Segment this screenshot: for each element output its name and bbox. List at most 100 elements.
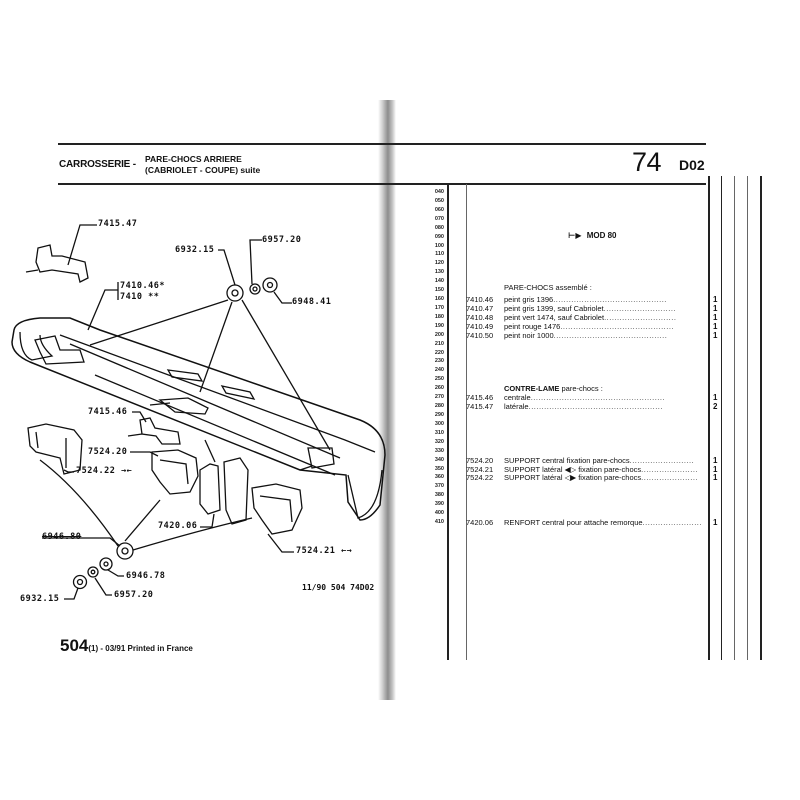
leader-6946-78 (107, 569, 124, 577)
line-number: 200 (434, 331, 444, 338)
callout-7524-22: 7524.22 →← (76, 466, 133, 476)
leader-7524-21 (267, 533, 294, 553)
part-quantity: 1 (713, 473, 718, 483)
leader-7420-06 (200, 513, 215, 528)
leader-6948-41 (273, 291, 292, 304)
line-number: 170 (434, 304, 444, 311)
part-quantity: 1 (713, 295, 718, 305)
table-divider-ref (466, 184, 467, 660)
callout-6957-20-bottom: 6957.20 (114, 590, 154, 600)
part-reference: 7410.50 (466, 330, 494, 340)
part-description: peint rouge 1476 (504, 321, 561, 331)
part-quantity: 1 (713, 321, 718, 331)
footer-print-info: (1) - 03/91 Printed in France (88, 644, 193, 653)
part-quantity: 1 (713, 312, 718, 322)
line-number: 300 (434, 420, 444, 427)
part-quantity: 1 (713, 393, 718, 403)
line-number: 310 (434, 429, 444, 436)
section-heading-bold: PARE-CHOCS (504, 283, 554, 292)
line-number: 090 (434, 233, 444, 240)
part-6932-15-nut-top (226, 284, 244, 302)
part-description: peint noir 1000 (504, 330, 554, 340)
section-heading-pare-chocs: PARE-CHOCS assemblé : (504, 283, 592, 292)
group-code: D02 (679, 157, 705, 173)
assembly-line (124, 499, 161, 542)
part-reference: 7415.47 (466, 402, 494, 412)
line-number: 060 (434, 206, 444, 213)
section-heading-bold: CONTRE-LAME (504, 384, 560, 393)
line-number: 360 (434, 474, 444, 481)
table-divider-col5 (760, 176, 762, 660)
part-description: peint gris 1399, sauf Cabriolet (504, 303, 604, 313)
callout-7410-46: 7410.46* (120, 281, 165, 291)
part-quantity: 1 (713, 303, 718, 313)
center-bolt (149, 402, 171, 406)
part-reference: 7410.46 (466, 295, 494, 305)
part-7524-22-inner (35, 431, 67, 468)
dot-leader: ............................ (603, 303, 677, 313)
part-7415-46-bolt (127, 433, 143, 437)
subtitle-line-1: PARE-CHOCS ARRIERE (145, 154, 242, 164)
line-number: 260 (434, 385, 444, 392)
bumper-plate-recess-2 (220, 385, 256, 400)
part-7420-06-b (223, 457, 249, 525)
line-number: 100 (434, 242, 444, 249)
line-number: 390 (434, 501, 444, 508)
callout-6932-15-bottom: 6932.15 (20, 594, 60, 604)
line-number: 410 (434, 519, 444, 526)
callout-7410: 7410 ** (120, 292, 160, 302)
leader-7415-47 (67, 224, 97, 266)
dot-leader: ........................................… (528, 402, 663, 412)
part-6946-80-washer (116, 542, 134, 560)
line-number: 080 (434, 224, 444, 231)
dot-leader: ........................................… (530, 393, 666, 403)
mod-marker-label: MOD 80 (586, 231, 617, 240)
line-number: 160 (434, 296, 444, 303)
group-number: 74 (632, 147, 662, 177)
line-number: 050 (434, 197, 444, 204)
header-bottom-rule (58, 183, 706, 185)
arrow-right-icon: ⊢▶ (568, 231, 582, 240)
dot-leader: ...................... (641, 473, 698, 483)
line-number: 150 (434, 287, 444, 294)
part-7524-20-inner (159, 459, 189, 485)
subtitle-line-2: (CABRIOLET - COUPE) suite (145, 165, 261, 175)
bumper-body (11, 317, 386, 521)
part-description: SUPPORT latéral ◁▶ fixation pare-chocs (504, 473, 642, 483)
part-7415-47 (35, 244, 89, 283)
page-subtitle: PARE-CHOCS ARRIERE (CABRIOLET - COUPE) s… (145, 154, 260, 176)
part-reference: 7410.48 (466, 312, 494, 322)
line-number: 380 (434, 492, 444, 499)
part-7524-20 (151, 449, 199, 495)
table-divider-linenum (447, 184, 449, 660)
part-quantity: 1 (713, 455, 718, 465)
line-number: 130 (434, 269, 444, 276)
dot-leader: ........................................… (553, 330, 668, 340)
part-reference: 7420.06 (466, 518, 494, 528)
dot-leader: ......................... (629, 455, 695, 465)
callout-7415-47: 7415.47 (98, 219, 138, 229)
bumper-plate-recess-1 (166, 369, 204, 382)
part-6948-41-washer-top (262, 277, 278, 293)
leader-7415-46 (132, 411, 147, 423)
part-reference: 7524.22 (466, 473, 494, 483)
callout-7524-21: 7524.21 ←→ (296, 546, 353, 556)
part-description: centrale (504, 393, 531, 403)
part-reference: 7524.20 (466, 455, 494, 465)
assembly-line (241, 299, 331, 451)
line-number: 280 (434, 403, 444, 410)
line-number: 250 (434, 376, 444, 383)
left-bracket (34, 335, 85, 365)
dot-leader: ....................... (642, 518, 702, 528)
bumper-lower-edge (94, 374, 336, 476)
line-number: 210 (434, 340, 444, 347)
part-description: SUPPORT latéral ◀▷ fixation pare-chocs (504, 464, 642, 474)
line-number: 340 (434, 456, 444, 463)
